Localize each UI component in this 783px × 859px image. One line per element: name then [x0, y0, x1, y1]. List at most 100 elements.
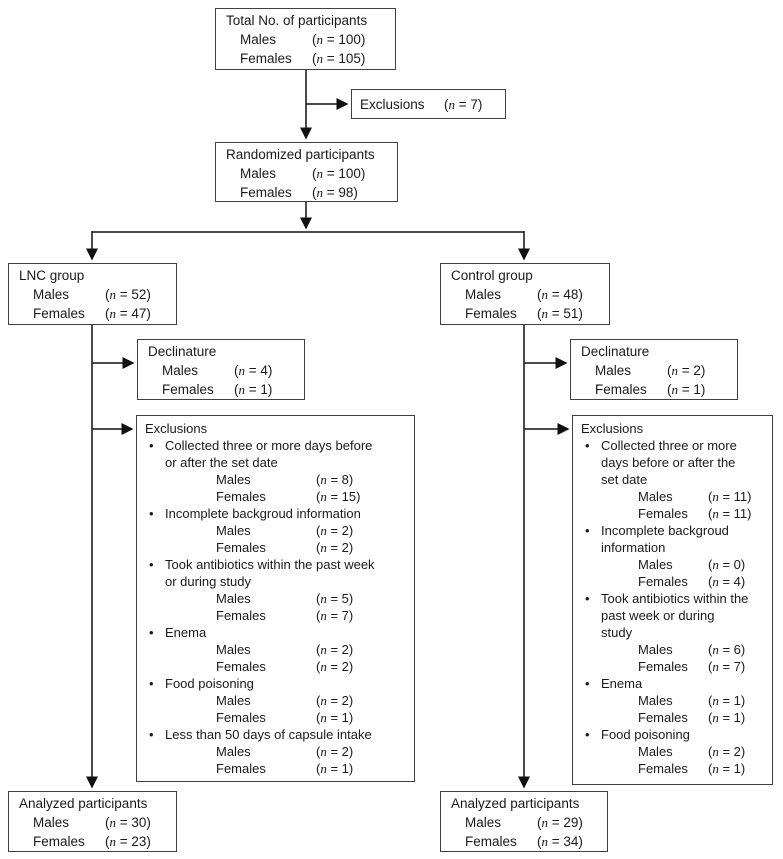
stat-row-females: Females (n = 1)	[581, 380, 733, 399]
bullet-icon: •	[149, 676, 154, 691]
stat-row-males: Males (n = 2)	[216, 744, 354, 759]
stat-label: Males	[240, 166, 277, 181]
exclusion-item: • Took antibiotics within the past week …	[585, 591, 749, 640]
bullet-icon: •	[149, 506, 154, 521]
stat-label: Females	[595, 382, 647, 397]
control-declinature-box: Declinature Males (n = 2) Females (n = 1…	[570, 339, 738, 400]
bullet-icon: •	[149, 438, 154, 453]
stat-label: Males	[33, 815, 70, 830]
stat-row-females: Females (n = 1)	[638, 710, 746, 725]
box-title: LNC group	[19, 268, 85, 283]
bullet-icon: •	[585, 591, 590, 606]
exclusion-item: • Collected three or more days before or…	[585, 438, 737, 487]
exclusion-item: • Food poisoning	[149, 676, 254, 691]
lnc-group-box: LNC group Males (n = 52) Females (n = 47…	[8, 263, 177, 325]
stat-label: Females	[465, 306, 517, 321]
control-exclusions-box: Exclusions • Collected three or more day…	[572, 415, 773, 785]
stat-count: (n = 4)	[234, 363, 273, 378]
stat-count: (n = 100)	[312, 166, 366, 181]
stat-row-females: Females (n = 98)	[226, 183, 393, 202]
stat-row-females: Females (n = 1)	[216, 761, 354, 776]
stat-count: (n = 23)	[105, 834, 151, 849]
stat-row-males: Males (n = 2)	[216, 523, 354, 538]
bullet-icon: •	[149, 625, 154, 640]
stat-count: (n = 98)	[312, 185, 358, 200]
stat-label: Males	[33, 287, 70, 302]
stat-row-males: Males (n = 11)	[638, 489, 752, 504]
stat-row-females: Females (n = 7)	[216, 608, 354, 623]
bullet-icon: •	[585, 523, 590, 538]
stat-row-females: Females (n = 105)	[226, 49, 391, 68]
box-title: Exclusions	[360, 96, 425, 112]
exclusion-item: • Collected three or more days before or…	[149, 438, 373, 470]
stat-row-males: Males (n = 4)	[148, 361, 300, 380]
stat-row-males: Males (n = 2)	[216, 642, 354, 657]
box-title: Declinature	[148, 344, 217, 359]
stat-label: Females	[162, 382, 214, 397]
stat-label: Males	[465, 815, 502, 830]
stat-count: (n = 1)	[667, 382, 706, 397]
bullet-icon: •	[585, 438, 590, 453]
stat-count: (n = 100)	[312, 32, 366, 47]
stat-row-males: Males (n = 100)	[226, 164, 393, 183]
box-title: Control group	[451, 268, 533, 283]
lnc-exclusions-box: Exclusions • Collected three or more day…	[136, 415, 415, 782]
stat-label: Females	[33, 834, 85, 849]
stat-count: (n = 51)	[537, 306, 583, 321]
stat-row-females: Females (n = 47)	[19, 304, 172, 323]
bullet-icon: •	[149, 727, 154, 742]
lnc-declinature-box: Declinature Males (n = 4) Females (n = 1…	[137, 339, 305, 400]
stat-row-females: Females (n = 11)	[638, 506, 752, 521]
stat-row-males: Males (n = 2)	[581, 361, 733, 380]
stat-row-females: Females (n = 2)	[216, 540, 354, 555]
bullet-icon: •	[585, 727, 590, 742]
stat-row-females: Females (n = 2)	[216, 659, 354, 674]
stat-row-females: Females (n = 34)	[451, 832, 603, 851]
stat-label: Males	[240, 32, 277, 47]
stat-label: Females	[33, 306, 85, 321]
control-analyzed-box: Analyzed participants Males (n = 29) Fem…	[440, 791, 608, 852]
stat-row-males: Males (n = 30)	[19, 813, 172, 832]
box-title: Exclusions	[145, 421, 208, 436]
stat-label: Males	[595, 363, 632, 378]
stat-count: (n = 105)	[312, 51, 366, 66]
stat-count: (n = 2)	[667, 363, 706, 378]
stat-label: Males	[162, 363, 199, 378]
exclusion-item: • Enema	[585, 676, 643, 691]
stat-count: (n = 30)	[105, 815, 151, 830]
exclusion-item: • Incomplete backgroud information	[585, 523, 729, 555]
stat-count: (n = 7)	[444, 96, 483, 112]
stat-row-males: Males (n = 0)	[638, 557, 746, 572]
stat-count: (n = 47)	[105, 306, 151, 321]
stat-row-males: Males (n = 1)	[638, 693, 746, 708]
stat-row-females: Females (n = 4)	[638, 574, 746, 589]
stat-row-males: Males (n = 29)	[451, 813, 603, 832]
stat-label: Females	[240, 51, 292, 66]
stat-row-females: Females (n = 15)	[216, 489, 361, 504]
stat-row-females: Females (n = 51)	[451, 304, 605, 323]
total-participants-box: Total No. of participants Males (n = 100…	[215, 8, 396, 70]
stat-count: (n = 34)	[537, 834, 583, 849]
stat-row-females: Females (n = 7)	[638, 659, 746, 674]
stat-count: (n = 1)	[234, 382, 273, 397]
stat-row-males: Males (n = 2)	[638, 744, 746, 759]
stat-label: Males	[465, 287, 502, 302]
stat-row-females: Females (n = 23)	[19, 832, 172, 851]
stat-row-males: Males (n = 8)	[216, 472, 354, 487]
exclusion-item: • Incomplete backgroud information	[149, 506, 361, 521]
bullet-icon: •	[149, 557, 154, 572]
stat-row-males: Males (n = 2)	[216, 693, 354, 708]
stat-count: (n = 52)	[105, 287, 151, 302]
exclusion-item: • Less than 50 days of capsule intake	[149, 727, 372, 742]
exclusion-item: • Took antibiotics within the past week …	[149, 557, 375, 589]
stat-row-males: Males (n = 5)	[216, 591, 354, 606]
stat-count: (n = 48)	[537, 287, 583, 302]
stat-row-females: Females (n = 1)	[148, 380, 300, 399]
box-title: Analyzed participants	[451, 796, 580, 811]
stat-row-males: Males (n = 100)	[226, 30, 391, 49]
lnc-analyzed-box: Analyzed participants Males (n = 30) Fem…	[8, 791, 177, 852]
box-title: Exclusions	[581, 421, 644, 436]
stat-row-males: Males (n = 52)	[19, 285, 172, 304]
